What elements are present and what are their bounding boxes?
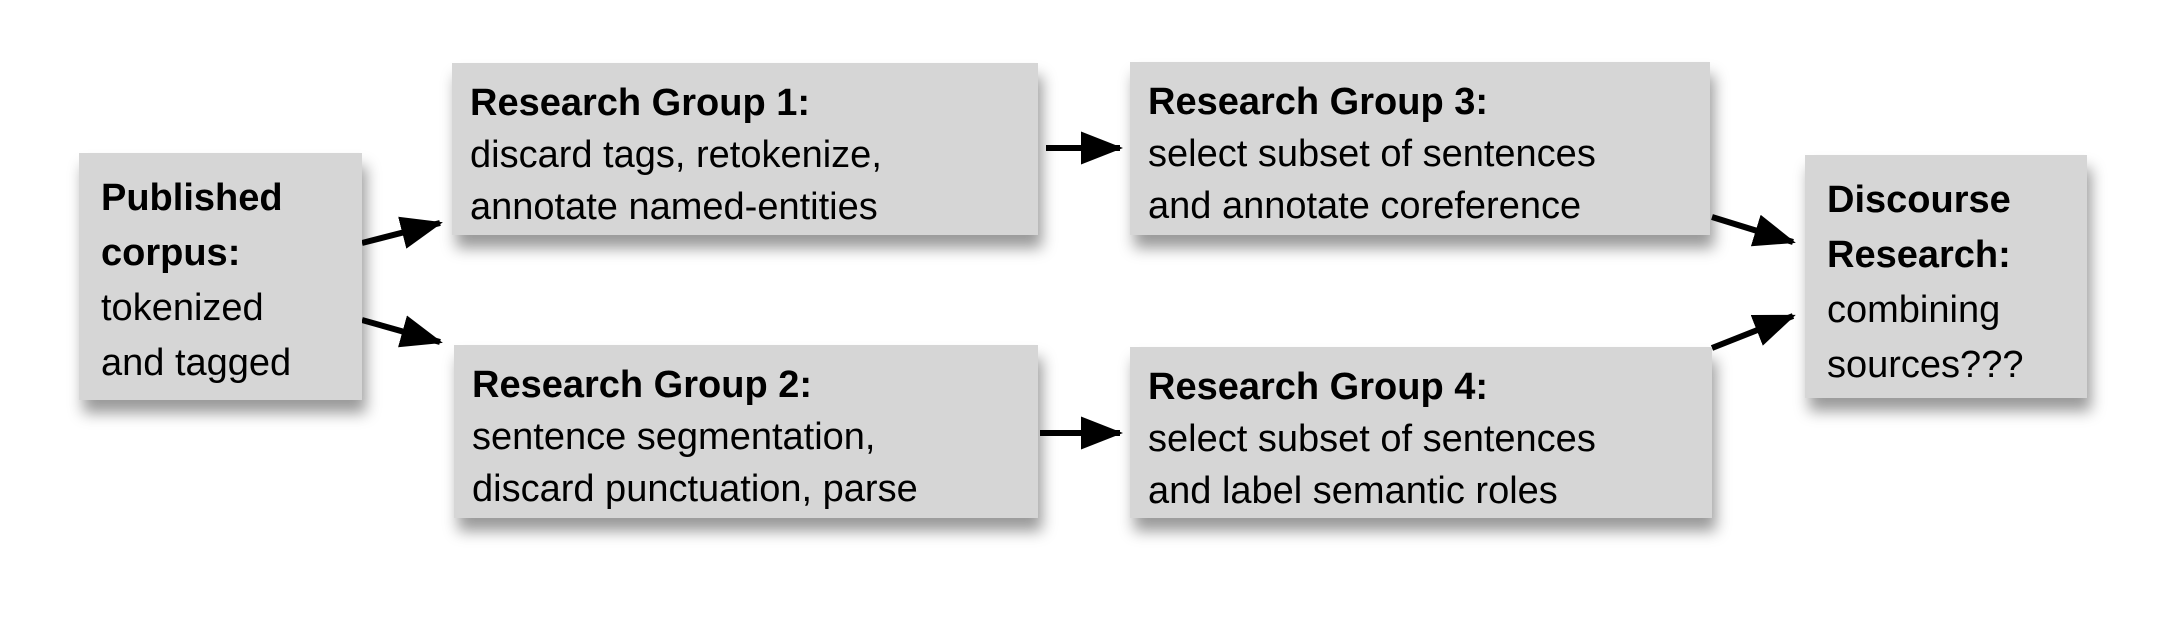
- published-corpus-body-line1: tokenized: [101, 287, 264, 329]
- research-group-3-body-line2: and annotate coreference: [1148, 185, 1582, 227]
- published-corpus-title-line1: Published: [101, 177, 283, 219]
- research-group-4-body-line2: and label semantic roles: [1148, 470, 1558, 512]
- discourse-research-title-line1: Discourse: [1827, 179, 2011, 221]
- node-published-corpus: Published corpus: tokenized and tagged: [79, 153, 362, 400]
- arrow-published-to-rg2: [361, 315, 443, 348]
- research-group-2-title: Research Group 2:: [472, 364, 812, 406]
- research-group-1-body-line1: discard tags, retokenize,: [470, 134, 882, 176]
- node-research-group-1: Research Group 1: discard tags, retokeni…: [452, 63, 1038, 235]
- published-corpus-body-line2: and tagged: [101, 342, 292, 384]
- node-discourse-research: Discourse Research: combining sources???: [1805, 155, 2087, 398]
- node-research-group-2: Research Group 2: sentence segmentation,…: [454, 345, 1038, 518]
- discourse-research-title-line2: Research:: [1827, 234, 2011, 276]
- discourse-research-body-line1: combining: [1827, 289, 2001, 331]
- discourse-research-body-line2: sources???: [1827, 344, 2024, 386]
- node-research-group-3: Research Group 3: select subset of sente…: [1130, 62, 1710, 235]
- research-group-1-body-line2: annotate named-entities: [470, 186, 878, 228]
- research-group-3-body-line1: select subset of sentences: [1148, 133, 1596, 175]
- research-group-2-body-line1: sentence segmentation,: [472, 416, 876, 458]
- research-group-1-title: Research Group 1:: [470, 82, 810, 124]
- arrow-rg3-to-discourse: [1711, 214, 1796, 247]
- arrow-rg4-to-discourse: [1710, 313, 1796, 351]
- research-group-4-body-line1: select subset of sentences: [1148, 418, 1596, 460]
- research-group-3-title: Research Group 3:: [1148, 81, 1488, 123]
- published-corpus-title-line2: corpus:: [101, 232, 241, 274]
- research-group-2-body-line2: discard punctuation, parse: [472, 468, 918, 510]
- arrow-published-to-rg1: [361, 216, 443, 249]
- node-research-group-4: Research Group 4: select subset of sente…: [1130, 347, 1712, 518]
- research-group-4-title: Research Group 4:: [1148, 366, 1488, 408]
